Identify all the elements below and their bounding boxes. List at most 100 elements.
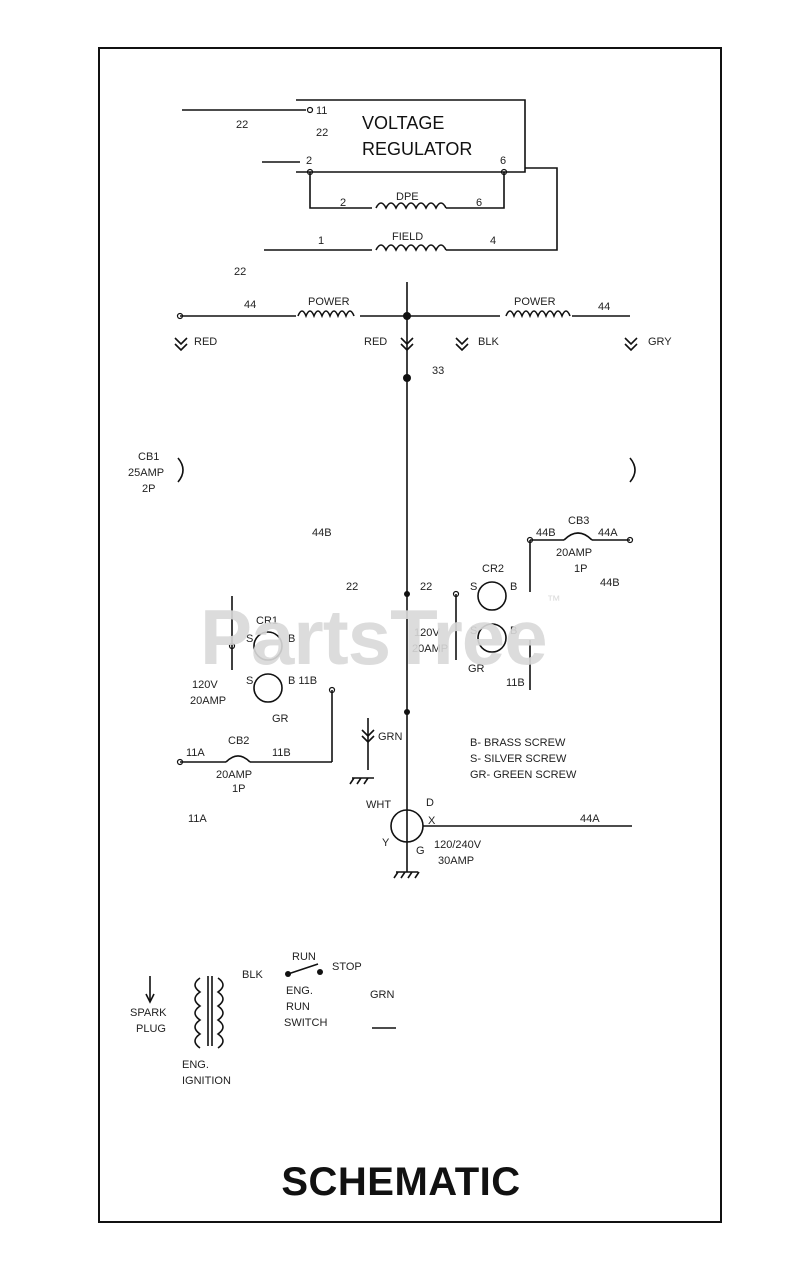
label-power-2: POWER <box>514 296 556 308</box>
label-120-240v: 120/240V <box>434 839 482 851</box>
label-eng-1: ENG. <box>182 1059 209 1071</box>
terminals <box>176 106 634 766</box>
label-wht: WHT <box>366 799 391 811</box>
label-cr1: CR1 <box>256 615 278 627</box>
label-b1: B <box>510 581 517 593</box>
label-cb1-amp: 25AMP <box>128 467 164 479</box>
terminal-6 <box>500 168 508 176</box>
label-44A-2: 44A <box>580 813 600 825</box>
watermark-tm: ™ <box>546 592 561 608</box>
dpe-coil <box>375 202 447 210</box>
label-power-1: POWER <box>308 296 350 308</box>
label-blk-2: BLK <box>242 969 263 981</box>
label-120v-b: 120V <box>192 679 218 691</box>
label-blk: BLK <box>478 336 499 348</box>
label-b4: B 11B <box>288 675 317 687</box>
legend-silver: S- SILVER SCREW <box>470 753 567 765</box>
label-field: FIELD <box>392 231 423 243</box>
label-11B: 11B <box>272 747 291 759</box>
ground-grn <box>349 777 374 785</box>
cb1-left-arc <box>177 457 184 483</box>
connector-red-left <box>174 337 188 352</box>
label-22b: 22 <box>316 127 328 139</box>
label-cb2-p: 1P <box>232 783 245 795</box>
cr1-receptacle-bottom <box>253 673 283 703</box>
connector-blk <box>455 337 469 352</box>
label-stop: STOP <box>332 961 362 973</box>
label-run-2: RUN <box>286 1001 310 1013</box>
voltage-regulator-box <box>296 99 526 173</box>
label-1: 1 <box>318 235 324 247</box>
label-cr2: CR2 <box>482 563 504 575</box>
junction-33 <box>403 374 411 382</box>
label-gr-1: GR <box>468 663 485 675</box>
labels: 11 22 22 2 6 2 6 DPE FIELD 1 4 22 POWER … <box>128 105 672 1087</box>
terminal-22-cr2 <box>452 590 460 598</box>
diagram-frame <box>98 47 722 1223</box>
label-4: 4 <box>490 235 496 247</box>
terminal-44-left <box>176 312 184 320</box>
label-cb1-p: 2P <box>142 483 155 495</box>
cb1-right-arc <box>629 457 636 483</box>
label-20amp-b: 20AMP <box>190 695 226 707</box>
wire-4-field <box>446 167 558 251</box>
legend-green: GR- GREEN SCREW <box>470 769 577 781</box>
legend-brass: B- BRASS SCREW <box>470 737 566 749</box>
connector-gry <box>624 337 638 352</box>
terminal-44a <box>626 536 634 544</box>
label-grn-2: GRN <box>370 989 395 1001</box>
ground-main <box>393 871 420 879</box>
label-11A: 11A <box>186 747 205 759</box>
terminal-2 <box>306 168 314 176</box>
label-s2: S <box>470 625 477 637</box>
label-b2: B <box>510 625 517 637</box>
label-red-2: RED <box>364 336 387 348</box>
label-44B-3: 44B <box>600 577 620 589</box>
label-s3: S <box>246 633 253 645</box>
watermark-text: PartsTree <box>200 593 548 681</box>
terminal-11b-cr1 <box>328 686 336 694</box>
label-22d: 22 <box>346 581 358 593</box>
switch-terminal-stop <box>317 969 323 975</box>
terminal-11 <box>306 106 314 114</box>
label-cb2: CB2 <box>228 735 249 747</box>
label-gr-2: GR <box>272 713 289 725</box>
label-44b: 44 <box>598 301 610 313</box>
label-6a: 6 <box>500 155 506 167</box>
terminal-44b <box>526 536 534 544</box>
label-s4: S <box>246 675 253 687</box>
label-33: 33 <box>432 365 444 377</box>
label-11A-2: 11A <box>188 813 207 825</box>
label-44: 44 <box>244 299 256 311</box>
label-cb3: CB3 <box>568 515 589 527</box>
label-11: 11 <box>316 105 327 117</box>
label-ignition: IGNITION <box>182 1075 231 1087</box>
label-22e: 22 <box>420 581 432 593</box>
junction-grn <box>404 709 410 715</box>
wiring <box>145 99 638 1049</box>
cb2-arc <box>225 755 251 763</box>
regulator-label: REGULATOR <box>362 139 472 159</box>
page-title: SCHEMATIC <box>281 1160 521 1204</box>
label-44A: 44A <box>598 527 618 539</box>
label-switch: SWITCH <box>284 1017 327 1029</box>
ignition-coil-right <box>216 977 224 1049</box>
power-coil-1 <box>297 310 355 319</box>
label-cb3-amp: 20AMP <box>556 547 592 559</box>
run-switch-blade <box>287 963 319 975</box>
label-plug: PLUG <box>136 1023 166 1035</box>
wire-6-dpe <box>446 172 505 209</box>
regulator-title: VOLTAGE REGULATOR <box>362 113 472 159</box>
label-x: X <box>428 815 436 827</box>
label-2b: 2 <box>340 197 346 209</box>
label-y: Y <box>382 837 390 849</box>
label-11b: 11B <box>506 677 525 689</box>
label-b3: B <box>288 633 295 645</box>
cr2-receptacle-bottom <box>477 623 507 653</box>
label-6b: 6 <box>476 197 482 209</box>
label-grn: GRN <box>378 731 403 743</box>
connector-grn <box>361 729 375 744</box>
label-44B-2: 44B <box>536 527 556 539</box>
label-run: RUN <box>292 951 316 963</box>
